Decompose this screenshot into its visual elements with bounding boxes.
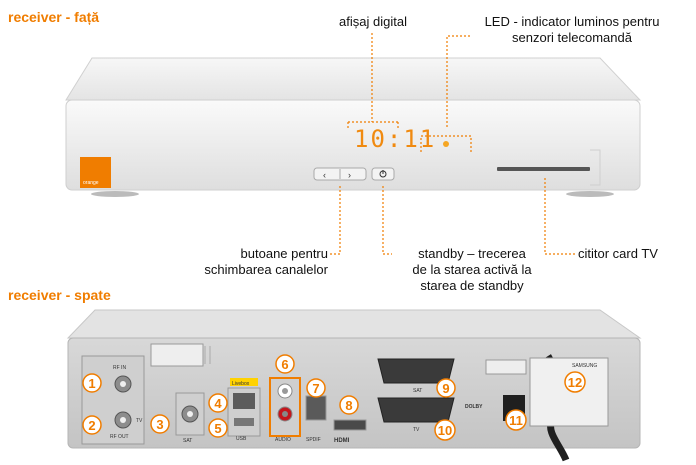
svg-text:SAT: SAT: [183, 438, 192, 444]
port-badge-10: 10: [434, 419, 456, 441]
svg-text:‹: ‹: [323, 170, 326, 180]
led-indicator: [443, 141, 449, 147]
port-badge-9: 9: [436, 378, 456, 398]
digital-display: 10:11: [354, 125, 436, 153]
port-badge-12: 12: [564, 371, 586, 393]
svg-text:8: 8: [345, 398, 352, 413]
port-badge-6: 6: [275, 354, 295, 374]
port-badge-5: 5: [208, 418, 228, 438]
svg-text:DOLBY: DOLBY: [465, 404, 483, 410]
svg-text:RF OUT: RF OUT: [110, 434, 129, 440]
svg-text:5: 5: [214, 421, 221, 436]
display-callout-label: afișaj digital: [339, 14, 407, 29]
svg-text:12: 12: [568, 375, 582, 390]
svg-text:7: 7: [312, 381, 319, 396]
svg-text:11: 11: [509, 413, 523, 428]
svg-text:9: 9: [442, 381, 449, 396]
port-badge-7: 7: [306, 378, 326, 398]
buttons-callout-label: butoane pentru schimbarea canalelor: [204, 246, 328, 277]
svg-text:USB: USB: [236, 436, 247, 442]
standby-callout-label: standby – trecerea de la starea activă l…: [412, 246, 532, 293]
port-badge-1: 1: [82, 373, 102, 393]
svg-text:10: 10: [438, 423, 452, 438]
port-badge-2: 2: [82, 415, 102, 435]
led-callout-label: LED - indicator luminos pentru senzori t…: [484, 14, 660, 45]
front-callout-lines: [330, 33, 575, 255]
svg-text:›: ›: [348, 170, 351, 180]
svg-text:HDMI: HDMI: [334, 438, 350, 444]
svg-text:SAT: SAT: [413, 388, 422, 394]
svg-text:6: 6: [281, 357, 288, 372]
card-reader-slot[interactable]: [497, 167, 590, 171]
back-section-title: receiver - spate: [8, 287, 111, 303]
card-reader-callout-label: cititor card TV: [578, 246, 658, 261]
svg-text:3: 3: [156, 417, 163, 432]
back-device: RF IN RF OUT TV SAT Livebox USB AUDIO SP…: [66, 309, 642, 462]
front-device: orange 10:11 ‹ ›: [65, 57, 642, 197]
svg-text:AUDIO: AUDIO: [275, 437, 291, 443]
svg-text:SAMSUNG: SAMSUNG: [572, 363, 597, 369]
port-number-badges: 1 2 3 4 5 6 7 8 9 10 11 12: [82, 354, 586, 441]
port-badge-4: 4: [208, 393, 228, 413]
svg-text:TV: TV: [136, 418, 143, 424]
port-badge-3: 3: [150, 414, 170, 434]
svg-text:Livebox: Livebox: [232, 381, 250, 387]
svg-text:SPDIF: SPDIF: [306, 437, 321, 443]
svg-text:2: 2: [88, 418, 95, 433]
port-badge-8: 8: [339, 395, 359, 415]
port-badge-11: 11: [505, 409, 527, 431]
svg-text:1: 1: [88, 376, 95, 391]
svg-text:TV: TV: [413, 427, 420, 433]
orange-logo: [80, 157, 111, 188]
svg-text:4: 4: [214, 396, 222, 411]
front-section-title: receiver - față: [8, 9, 100, 25]
svg-text:RF IN: RF IN: [113, 365, 126, 371]
brand-text: orange: [83, 180, 99, 186]
